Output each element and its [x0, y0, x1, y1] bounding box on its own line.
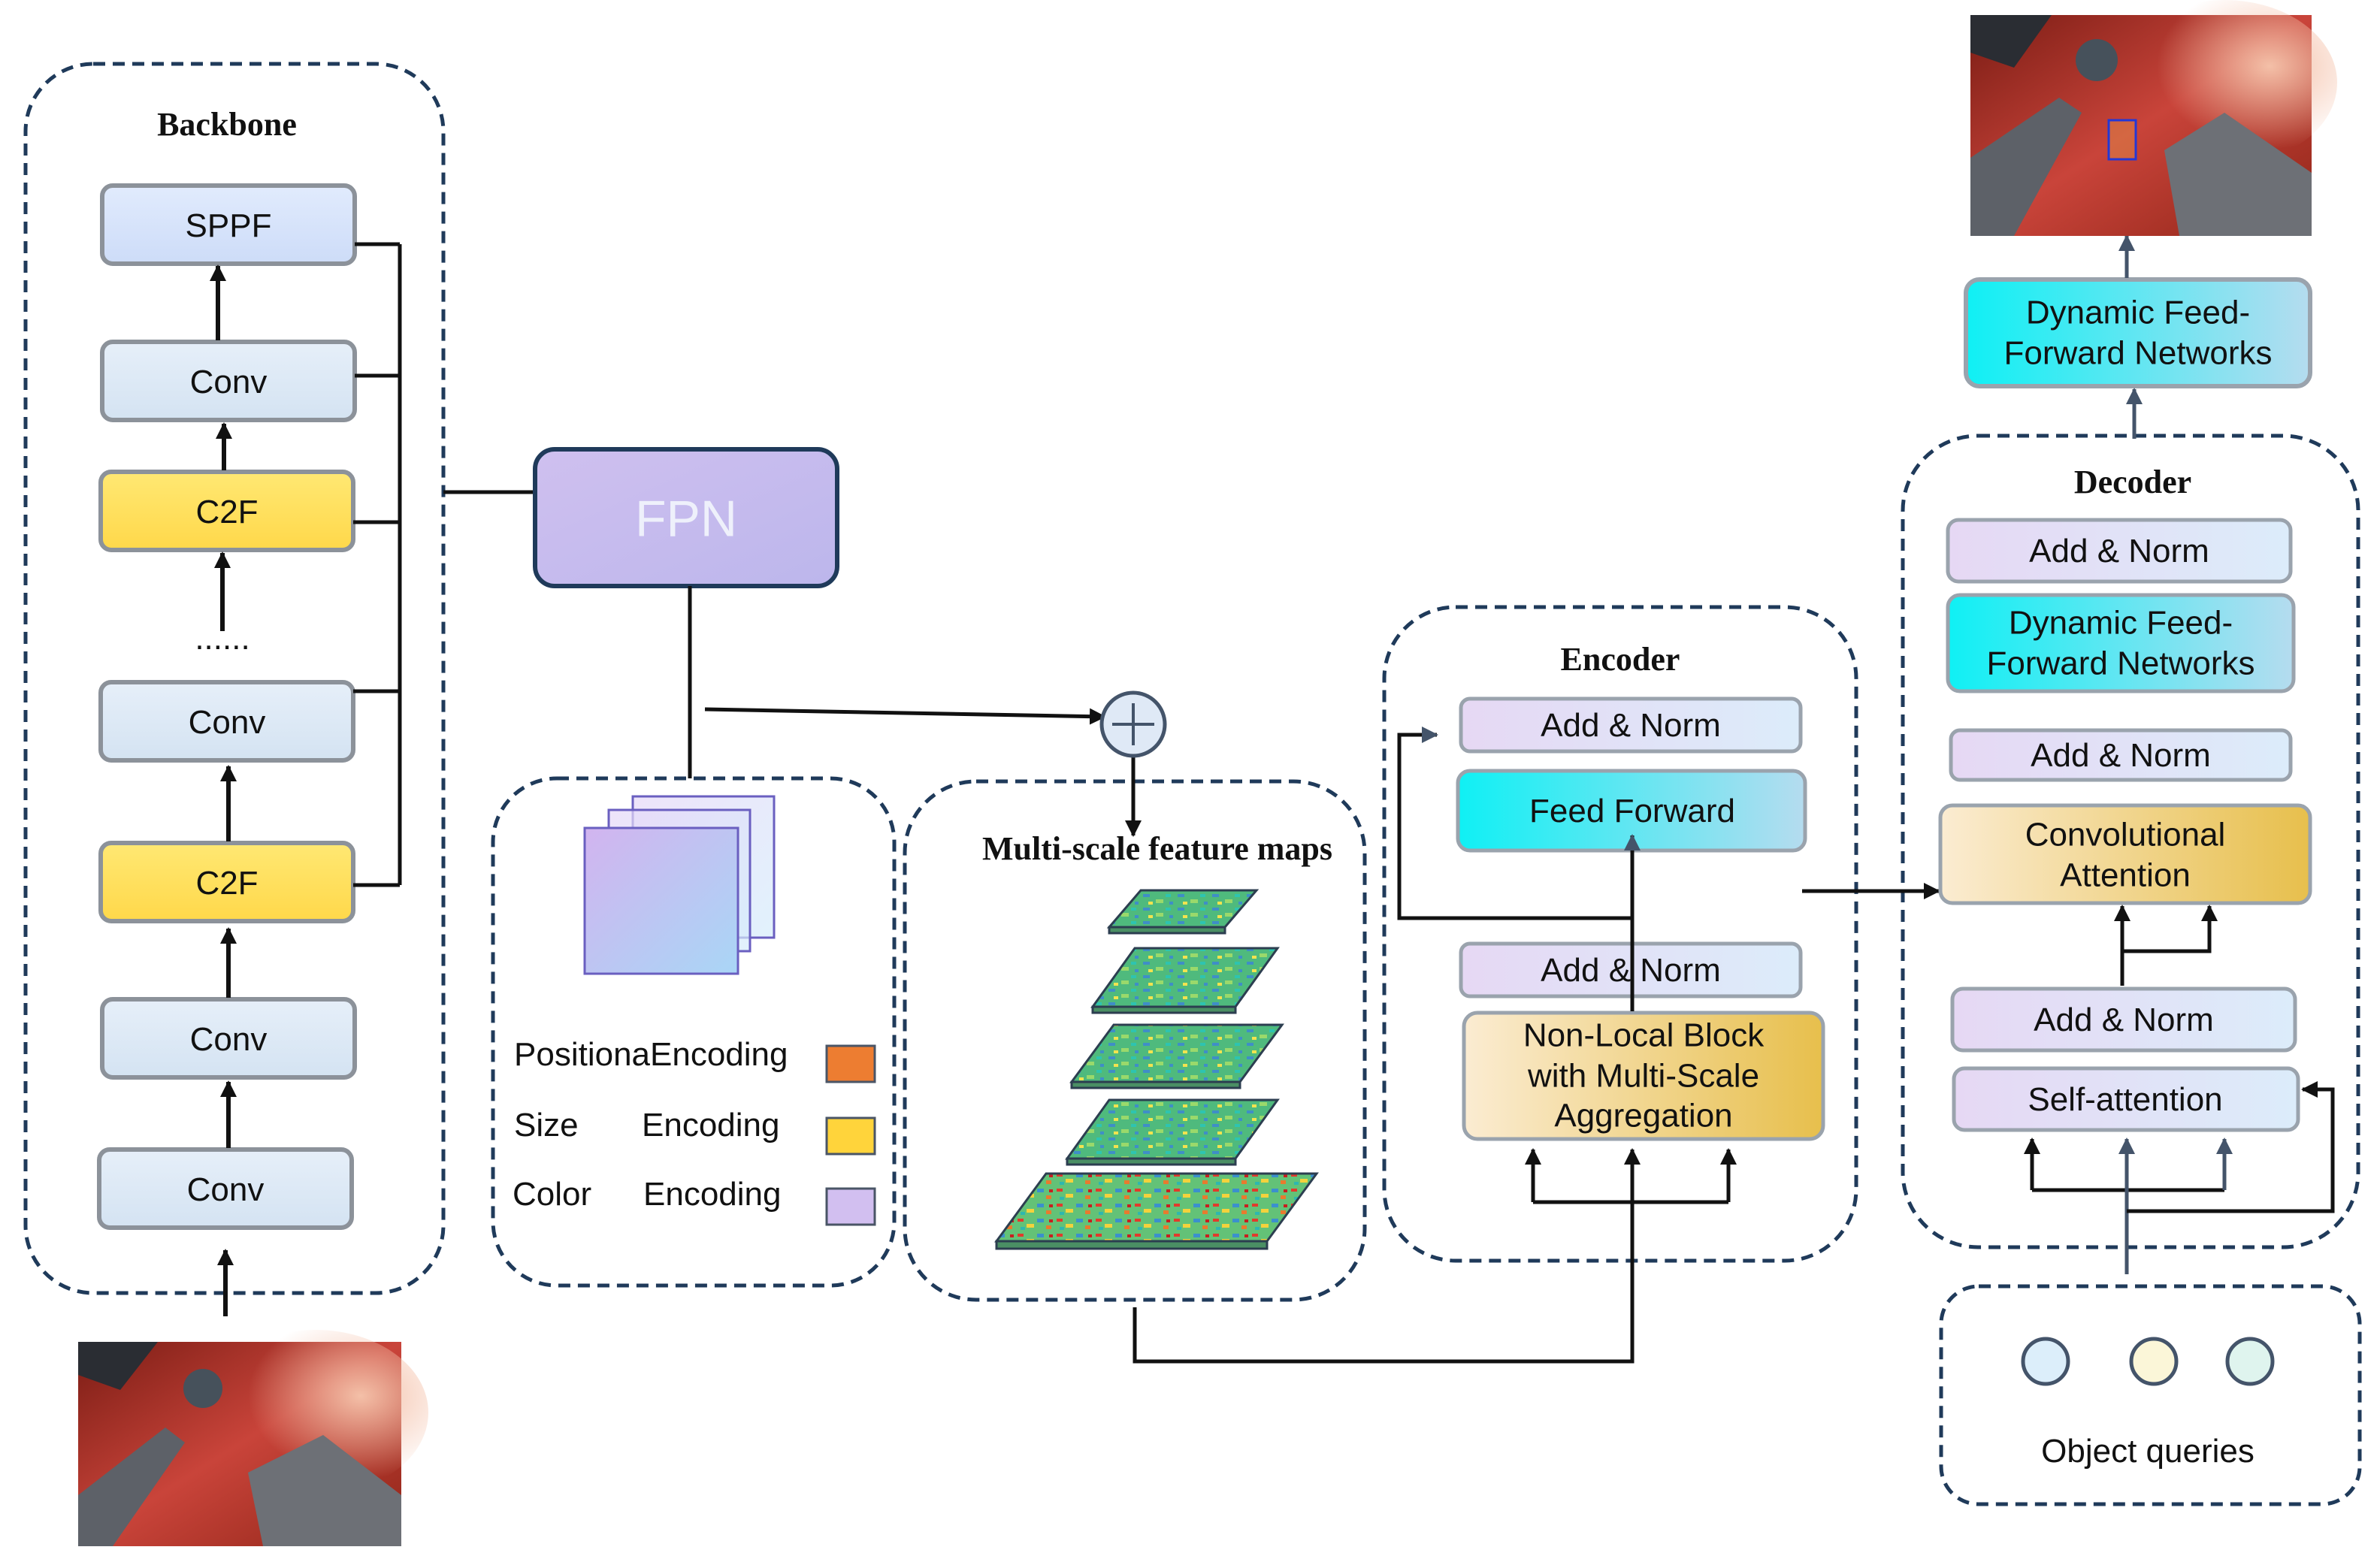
self-attention-label: Self-attention — [2028, 1081, 2223, 1119]
input-image — [78, 1330, 428, 1546]
encoder-container — [1382, 605, 1858, 1263]
decoder-arrows — [2024, 905, 2335, 1274]
nonlocal-label: Non-Local Block with Multi-Scale Aggrega… — [1523, 1017, 1765, 1134]
conv-label-3: Conv — [189, 1021, 268, 1059]
positional-encoding-label: PositionaEncoding — [514, 1036, 788, 1074]
decoder-add-norm-3-label: Add & Norm — [2034, 1002, 2214, 1039]
c2f-block-2 — [98, 841, 355, 923]
backbone-title: Backbone — [157, 106, 297, 144]
query-1 — [2021, 1337, 2070, 1386]
color-encoding-label: Color — [513, 1176, 592, 1213]
sppf-label: SPPF — [185, 207, 272, 245]
backbone-bracket — [353, 242, 535, 887]
encoder-arrows — [1133, 727, 1940, 1364]
backbone-container — [23, 62, 446, 1295]
backbone-ellipsis: ...... — [195, 620, 250, 657]
c2f-block-1 — [98, 470, 355, 552]
color-swatch — [825, 1187, 876, 1226]
backbone-blocks — [97, 183, 357, 1230]
feature-map-1 — [1106, 889, 1260, 935]
encoder-add-norm-top — [1459, 696, 1803, 754]
fpn-connectors — [688, 586, 1142, 837]
feature-map-4 — [1065, 1098, 1280, 1166]
query-2 — [2129, 1337, 2179, 1386]
conv-block-2 — [98, 680, 355, 763]
feed-forward-label: Feed Forward — [1529, 793, 1735, 830]
output-dffn-label: Dynamic Feed-Forward Networks — [2003, 294, 2273, 371]
size-swatch — [825, 1116, 876, 1156]
feature-map-5 — [994, 1172, 1319, 1250]
decoder-dffn-label: Dynamic Feed-Forward Networks — [1986, 604, 2255, 681]
decoder-title: Decoder — [2073, 464, 2192, 501]
conv-label-1: Conv — [189, 364, 268, 401]
c2f-label-2: C2F — [195, 865, 259, 902]
backbone-arrows — [210, 264, 237, 1316]
decoder-container — [1901, 434, 2360, 1249]
conv-attention-label: Convolutional Attention — [2025, 816, 2226, 893]
encoder-blocks — [1456, 696, 1825, 1141]
encoder-add-norm-bottom-label: Add & Norm — [1541, 952, 1721, 989]
size-encoding-suffix: Encoding — [642, 1107, 780, 1144]
conv-block-3 — [100, 997, 357, 1080]
output-dffn-block — [1964, 277, 2312, 388]
decoder-blocks — [1938, 518, 2312, 1132]
dashed-containers — [23, 62, 2362, 1506]
encoding-layers-icon — [583, 795, 776, 975]
nonlocal-block — [1462, 1011, 1825, 1141]
positional-swatch — [825, 1044, 876, 1083]
conv-attention-block — [1938, 803, 2312, 905]
color-encoding-suffix: Encoding — [643, 1176, 782, 1213]
decoder-add-norm-2-label: Add & Norm — [2031, 737, 2211, 775]
conv-block-1 — [100, 340, 357, 422]
encoder-add-norm-top-label: Add & Norm — [1541, 707, 1721, 745]
decoder-dffn-block — [1946, 593, 2296, 693]
feature-maps — [994, 889, 1319, 1250]
fpn-label: FPN — [635, 490, 737, 548]
output-image — [1970, 0, 2337, 236]
encoding-swatches — [825, 1044, 876, 1226]
sppf-block — [100, 183, 357, 266]
object-queries — [2021, 1337, 2275, 1386]
conv-block-4 — [97, 1147, 354, 1230]
plus-icon — [1112, 703, 1154, 745]
feature-map-2 — [1090, 947, 1280, 1014]
object-queries-label: Object queries — [2041, 1433, 2254, 1470]
c2f-label-1: C2F — [195, 494, 259, 531]
detection-box — [2107, 119, 2137, 161]
conv-label-4: Conv — [186, 1171, 265, 1209]
query-3 — [2225, 1337, 2275, 1386]
encoding-container — [491, 776, 897, 1288]
fpn-block — [533, 447, 839, 588]
conv-label-2: Conv — [188, 704, 266, 742]
decoder-add-norm-1 — [1946, 518, 2293, 584]
decoder-add-norm-1-label: Add & Norm — [2029, 533, 2209, 570]
decoder-add-norm-3 — [1950, 986, 2297, 1053]
multiscale-title: Multi-scale feature maps — [982, 830, 1332, 868]
self-attention-block — [1952, 1066, 2300, 1132]
output-arrows — [2118, 234, 2143, 439]
size-encoding-label: Size — [514, 1107, 579, 1144]
queries-container — [1939, 1284, 2362, 1506]
decoder-add-norm-2 — [1949, 728, 2293, 782]
encoder-title: Encoder — [1560, 641, 1680, 678]
feature-map-3 — [1069, 1023, 1284, 1089]
